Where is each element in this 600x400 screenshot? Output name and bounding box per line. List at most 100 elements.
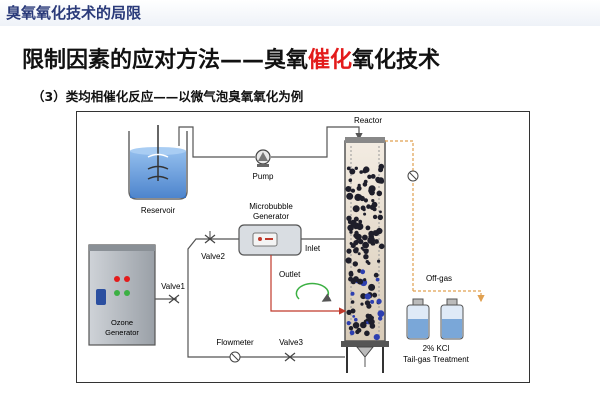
- bubble: [375, 277, 380, 282]
- slide-header-title: 臭氧氧化技术的局限: [6, 4, 142, 22]
- kcl-label: 2% KCl: [423, 344, 450, 353]
- diagram-frame: Reservoir Pump Reactor Off-gas 2% K: [76, 111, 530, 383]
- ozone-label-1: Ozone: [111, 318, 133, 327]
- bubble: [358, 219, 363, 224]
- subtitle: （3）类均相催化反应——以微气泡臭氧氧化为例: [32, 89, 304, 104]
- microbubble-label-1: Microbubble: [249, 202, 293, 211]
- bubble: [363, 248, 369, 254]
- bubble: [350, 243, 356, 249]
- bubble: [345, 257, 352, 264]
- bubble: [373, 272, 379, 278]
- bubble: [373, 334, 380, 341]
- bubble: [353, 247, 359, 254]
- bubble: [379, 210, 382, 214]
- bubble: [352, 261, 358, 267]
- bubble: [372, 292, 378, 298]
- bubble: [350, 300, 355, 304]
- flowmeter-icon: [229, 351, 241, 363]
- bubble: [345, 186, 352, 192]
- inlet-label: Inlet: [305, 244, 321, 253]
- microbubble-generator: [238, 224, 302, 256]
- bubble: [371, 199, 375, 203]
- bubble: [357, 252, 361, 256]
- bubble: [352, 315, 356, 318]
- outlet-pipe: [270, 255, 347, 315]
- bubble: [356, 185, 362, 191]
- valve3-icon: [284, 352, 296, 362]
- bubble: [354, 317, 358, 322]
- bubble: [350, 291, 355, 296]
- bubble: [347, 220, 352, 224]
- bubble: [377, 259, 381, 263]
- bubble: [362, 168, 368, 174]
- bubble: [366, 204, 371, 209]
- valve1-icon: [168, 294, 180, 304]
- bubble: [360, 321, 367, 329]
- bubble: [370, 174, 376, 179]
- valve2-icon: [204, 231, 216, 244]
- reservoir-label: Reservoir: [141, 206, 176, 215]
- ozone-label-2: Generator: [105, 328, 139, 337]
- bubble: [362, 234, 368, 241]
- reactor-label: Reactor: [354, 116, 382, 125]
- bubble: [363, 198, 368, 203]
- ozone-generator: [88, 244, 156, 346]
- bubble: [367, 315, 374, 321]
- main-title: 限制因素的应对方法——臭氧催化氧化技术: [22, 42, 440, 74]
- system-diagram: Reservoir Pump Reactor Off-gas 2% K: [88, 116, 485, 373]
- bubble: [353, 216, 359, 222]
- bubble: [357, 278, 364, 285]
- bubble: [378, 243, 385, 250]
- bubble: [356, 222, 364, 231]
- bubble: [355, 329, 360, 335]
- bubble: [369, 204, 376, 211]
- main-title-part2: 氧化技术: [352, 48, 441, 73]
- bubble: [346, 166, 351, 171]
- bubble: [368, 187, 375, 194]
- bubble: [360, 293, 367, 300]
- bubble: [376, 190, 383, 197]
- bubble: [348, 272, 354, 277]
- top-bar: 臭氧氧化技术的局限: [0, 0, 600, 26]
- bubble: [363, 212, 367, 216]
- kcl-bottle-2: [440, 298, 464, 340]
- pipe-pump-reactor: [271, 126, 363, 158]
- bubble: [377, 310, 385, 317]
- kcl-bottle-1: [406, 298, 430, 340]
- bubble: [346, 321, 351, 326]
- bubble: [374, 239, 379, 244]
- bubble: [364, 293, 371, 300]
- pipe-bottom: [187, 331, 345, 358]
- bubble: [348, 326, 354, 331]
- pump-icon: [255, 149, 271, 167]
- bubble: [377, 177, 384, 184]
- bubble: [353, 324, 358, 329]
- bubble: [346, 215, 352, 221]
- bubble: [349, 230, 353, 234]
- bubble: [347, 224, 354, 232]
- tailgas-label: Tail-gas Treatment: [403, 355, 470, 364]
- bubble: [360, 269, 366, 275]
- bubble: [362, 208, 366, 212]
- bubble: [346, 248, 352, 254]
- pipe-reservoir-pump: [178, 126, 255, 158]
- bubble: [370, 299, 375, 304]
- bubble: [364, 330, 370, 337]
- bubble: [355, 239, 359, 244]
- valve2-label: Valve2: [201, 252, 225, 261]
- bubble: [363, 254, 369, 260]
- bubble: [378, 163, 385, 170]
- main-title-part1: 限制因素的应对方法——臭氧: [22, 48, 309, 73]
- offgas-to-trap: [413, 290, 485, 303]
- flowmeter-label: Flowmeter: [216, 338, 254, 347]
- bubble: [372, 214, 378, 220]
- bubble: [378, 316, 383, 321]
- reactor-stand: [341, 341, 389, 373]
- bubble: [368, 236, 375, 243]
- bubble: [368, 283, 376, 291]
- bubble: [358, 239, 364, 245]
- pump-label: Pump: [253, 172, 274, 181]
- reservoir: [128, 125, 188, 200]
- offgas-label: Off-gas: [426, 274, 452, 283]
- bubble: [348, 178, 353, 183]
